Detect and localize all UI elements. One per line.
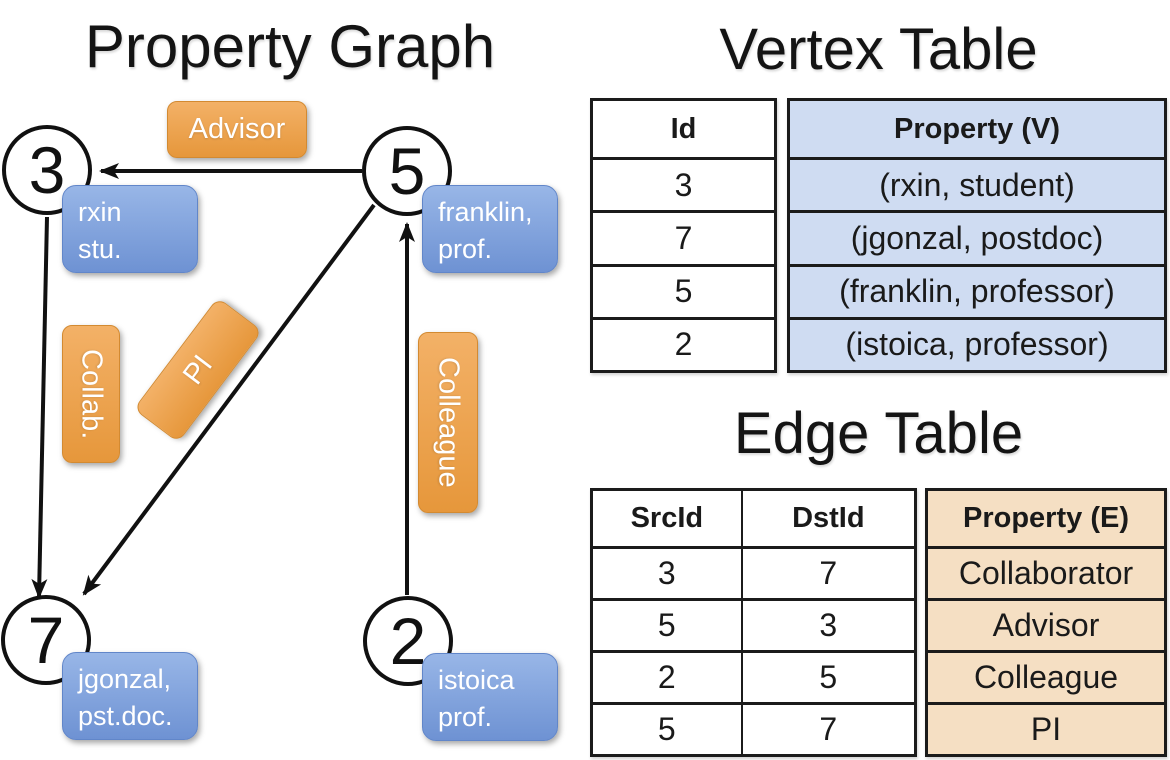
vertex-table-cell: (istoica, professor): [790, 316, 1164, 370]
vertex-prop-line: prof.: [438, 234, 493, 264]
edge-table-cell: Collaborator: [928, 546, 1164, 598]
edge-label-text: Collab.: [75, 348, 108, 440]
vertex-table-cell: 2: [593, 316, 774, 370]
edge-table-cell: 2: [593, 650, 741, 702]
edge-table-cell: 5: [740, 650, 914, 702]
edge-table-title: Edge Table: [733, 401, 1024, 466]
edge-table-cell: Advisor: [928, 598, 1164, 650]
edge-table-header-property: Property (E): [963, 502, 1129, 534]
edge-line-pi: [82, 203, 376, 596]
vertex-props-node3: rxin stu.: [62, 185, 198, 273]
edge-label-text: PI: [176, 349, 219, 391]
vertex-table-cell: (jgonzal, postdoc): [790, 210, 1164, 263]
edge-label-collab: Collab.: [62, 325, 120, 463]
vertex-table-header-id: Id: [670, 112, 697, 145]
vertex-prop-line: jgonzal,: [78, 664, 172, 694]
vertex-props-node2: istoica prof.: [422, 653, 558, 741]
graph-node-5: 5: [362, 126, 452, 216]
edge-table-cell: 5: [593, 598, 741, 650]
edge-label-text: Advisor: [188, 113, 286, 145]
vertex-table-cell: 3: [593, 157, 774, 210]
property-graph-title: Property Graph: [84, 13, 496, 80]
edge-table-cell: 3: [740, 598, 914, 650]
edge-line-collab: [31, 216, 49, 599]
edge-table-cell: Colleague: [928, 650, 1164, 702]
vertex-prop-line: prof.: [438, 702, 493, 732]
edge-table-cell: 7: [740, 546, 914, 598]
edge-label-text: Colleague: [432, 357, 465, 488]
vertex-table-cell: 5: [593, 263, 774, 317]
vertex-table-id-column: Id 3 7 5 2: [590, 98, 777, 373]
vertex-props-node7: jgonzal, pst.doc.: [62, 652, 198, 740]
vertex-table-header-property: Property (V): [894, 112, 1060, 145]
vertex-table-title: Vertex Table: [719, 17, 1038, 82]
graph-node-2: 2: [363, 596, 453, 686]
edge-table-header-srcid: SrcId: [630, 502, 704, 534]
vertex-prop-line: istoica: [438, 665, 515, 695]
vertex-table-property-column: Property (V) (rxin, student) (jgonzal, p…: [787, 98, 1167, 373]
edge-table-cell: 3: [593, 546, 741, 598]
vertex-props-node5: franklin, prof.: [422, 185, 558, 273]
edge-table-header-dstid: DstId: [740, 491, 914, 546]
node-id-label: 7: [27, 603, 65, 677]
vertex-prop-line: franklin,: [438, 197, 533, 227]
node-id-label: 5: [388, 134, 426, 208]
edge-table-cell: PI: [928, 702, 1164, 754]
vertex-prop-line: rxin: [78, 197, 122, 227]
edge-table-src-dst-columns: SrcId DstId 3 7 5 3 2 5 5 7: [590, 488, 917, 757]
vertex-table-cell: (rxin, student): [790, 157, 1164, 210]
edge-label-advisor: Advisor: [167, 101, 307, 158]
edge-table-cell: 7: [740, 702, 914, 754]
vertex-prop-line: pst.doc.: [78, 701, 173, 731]
edge-table-cell: 5: [593, 702, 741, 754]
node-id-label: 3: [28, 133, 66, 207]
vertex-table-cell: (franklin, professor): [790, 263, 1164, 317]
edge-label-colleague: Colleague: [418, 332, 478, 513]
vertex-prop-line: stu.: [78, 234, 122, 264]
edge-table-property-column: Property (E) Collaborator Advisor Collea…: [925, 488, 1167, 757]
vertex-table-cell: 7: [593, 210, 774, 263]
node-id-label: 2: [389, 604, 427, 678]
